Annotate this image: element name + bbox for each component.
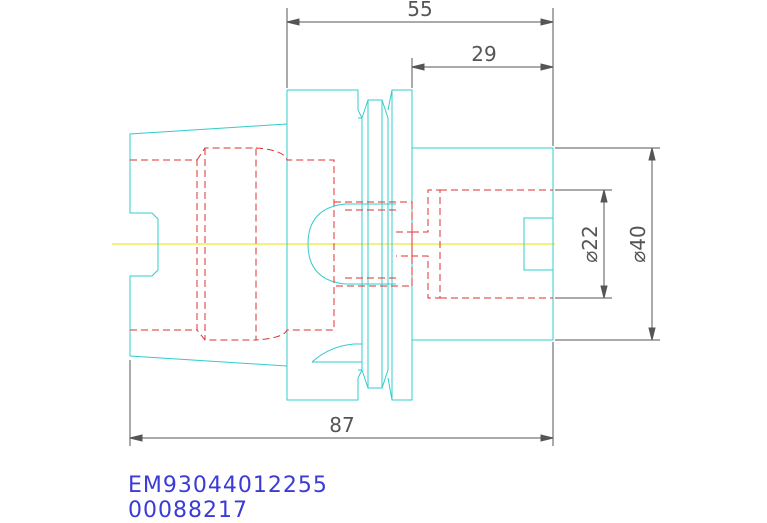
dimension-lines: [129, 8, 660, 446]
dimension-d22-label: ⌀22: [578, 225, 602, 263]
dimension-d40-label: ⌀40: [626, 225, 650, 263]
dimension-55-label: 55: [407, 0, 432, 21]
outline-geometry: [129, 89, 554, 401]
part-number-line-1: EM93044012255: [128, 473, 328, 498]
hidden-geometry: [130, 147, 553, 341]
part-number-line-2: 00088217: [128, 498, 248, 523]
dimension-87-label: 87: [329, 413, 354, 437]
dimension-29-label: 29: [471, 42, 496, 66]
